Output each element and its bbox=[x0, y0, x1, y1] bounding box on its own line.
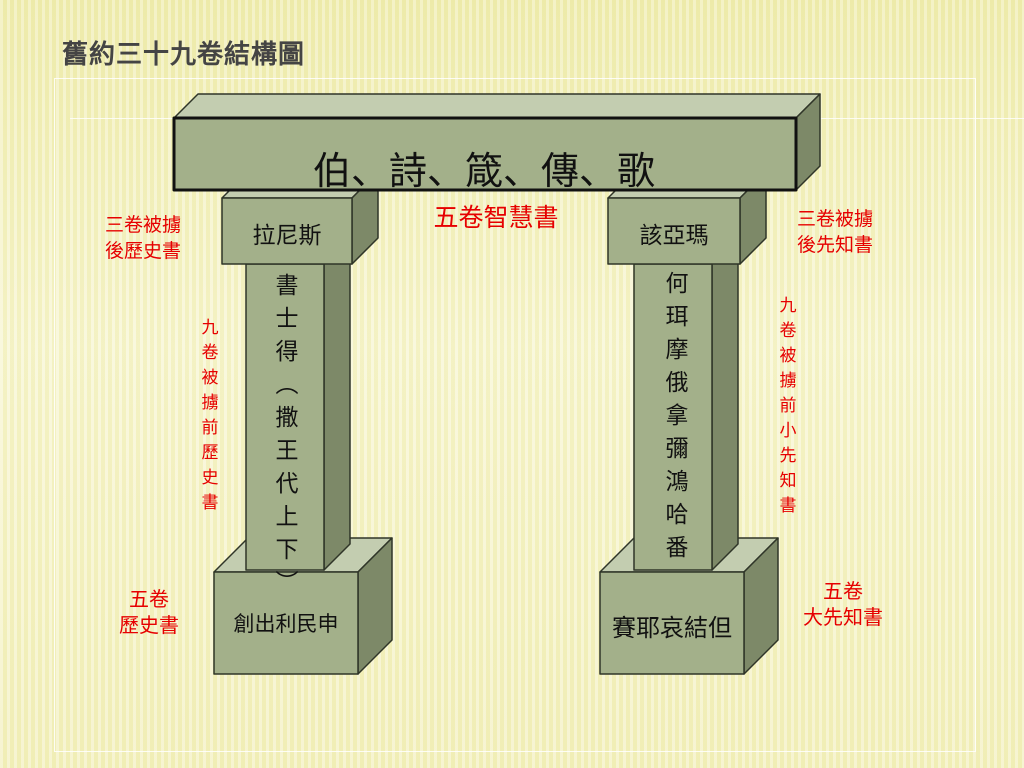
shaft-char: 代 bbox=[275, 471, 299, 497]
shaft-char: 書 bbox=[275, 273, 299, 299]
right-mid-annotation: 九 卷 被 擄 前 小 先 知 書 bbox=[776, 294, 800, 519]
left-base-label: 創出利民申 bbox=[233, 612, 339, 636]
beam-label: 伯、詩、箴、傳、歌 bbox=[312, 149, 655, 193]
shaft-char: 摩 bbox=[665, 337, 689, 363]
annotation-line: 五卷 bbox=[823, 579, 863, 603]
left-cap-label: 拉尼斯 bbox=[252, 223, 322, 249]
annotation-line: 大先知書 bbox=[803, 605, 883, 629]
annotation-char: 前 bbox=[779, 396, 797, 416]
annotation-char: 卷 bbox=[201, 343, 219, 363]
right-pillar-shaft bbox=[633, 237, 739, 571]
right-cap-label: 該亞瑪 bbox=[639, 223, 709, 249]
annotation-line: 後先知書 bbox=[796, 234, 873, 256]
wisdom-books-label: 五卷智慧書 bbox=[433, 203, 559, 232]
shaft-char: ︵ bbox=[275, 372, 299, 398]
shaft-char: 士 bbox=[275, 306, 299, 332]
annotation-char: 史 bbox=[201, 468, 219, 488]
annotation-char: 九 bbox=[201, 318, 219, 338]
annotation-char: 被 bbox=[779, 346, 797, 366]
annotation-char: 歷 bbox=[201, 443, 219, 463]
shaft-char: 得 bbox=[275, 339, 299, 365]
left-top-annotation: 三卷被擄 後歷史書 bbox=[88, 212, 198, 264]
shaft-char: 下 bbox=[275, 537, 299, 563]
right-bottom-annotation: 五卷 大先知書 bbox=[788, 578, 898, 630]
left-shaft-label: 書 士 得 ︵ 撒 王 代 上 下 ︶ bbox=[270, 270, 304, 600]
shaft-char: 珥 bbox=[665, 304, 689, 330]
shaft-char: ︶ bbox=[275, 570, 299, 596]
annotation-char: 先 bbox=[779, 446, 797, 466]
annotation-char: 被 bbox=[201, 368, 219, 388]
shaft-char: 拿 bbox=[665, 403, 689, 429]
annotation-line: 後歷史書 bbox=[104, 240, 181, 262]
annotation-char: 擄 bbox=[779, 371, 797, 391]
page-title: 舊約三十九卷結構圖 bbox=[62, 40, 306, 70]
annotation-char: 前 bbox=[201, 418, 219, 438]
annotation-char: 書 bbox=[779, 496, 797, 516]
right-top-annotation: 三卷被擄 後先知書 bbox=[780, 206, 890, 258]
annotation-char: 書 bbox=[201, 493, 219, 513]
shaft-char: 番 bbox=[665, 535, 689, 561]
annotation-char: 九 bbox=[779, 296, 797, 316]
shaft-char: 俄 bbox=[665, 370, 689, 396]
annotation-line: 三卷被擄 bbox=[104, 214, 181, 236]
shaft-char: 王 bbox=[275, 438, 299, 464]
annotation-char: 擄 bbox=[201, 393, 219, 413]
shaft-char: 鴻 bbox=[665, 469, 689, 495]
left-mid-annotation: 九 卷 被 擄 前 歷 史 書 bbox=[198, 316, 222, 516]
annotation-char: 卷 bbox=[779, 321, 797, 341]
annotation-char: 小 bbox=[779, 421, 797, 441]
top-beam-block bbox=[172, 93, 821, 192]
annotation-line: 五卷 bbox=[129, 587, 169, 611]
shaft-char: 彌 bbox=[665, 436, 689, 462]
right-base-label: 賽耶哀結但 bbox=[612, 614, 732, 642]
annotation-char: 知 bbox=[779, 471, 797, 491]
shaft-char: 何 bbox=[665, 271, 689, 297]
annotation-line: 歷史書 bbox=[119, 613, 179, 637]
content-frame bbox=[54, 78, 976, 752]
right-shaft-label: 何 珥 摩 俄 拿 彌 鴻 哈 番 bbox=[660, 268, 694, 565]
shaft-char: 上 bbox=[275, 504, 299, 530]
shaft-char: 撒 bbox=[275, 405, 299, 431]
annotation-line: 三卷被擄 bbox=[796, 208, 873, 230]
left-bottom-annotation: 五卷 歷史書 bbox=[104, 586, 194, 638]
shaft-char: 哈 bbox=[665, 502, 689, 528]
